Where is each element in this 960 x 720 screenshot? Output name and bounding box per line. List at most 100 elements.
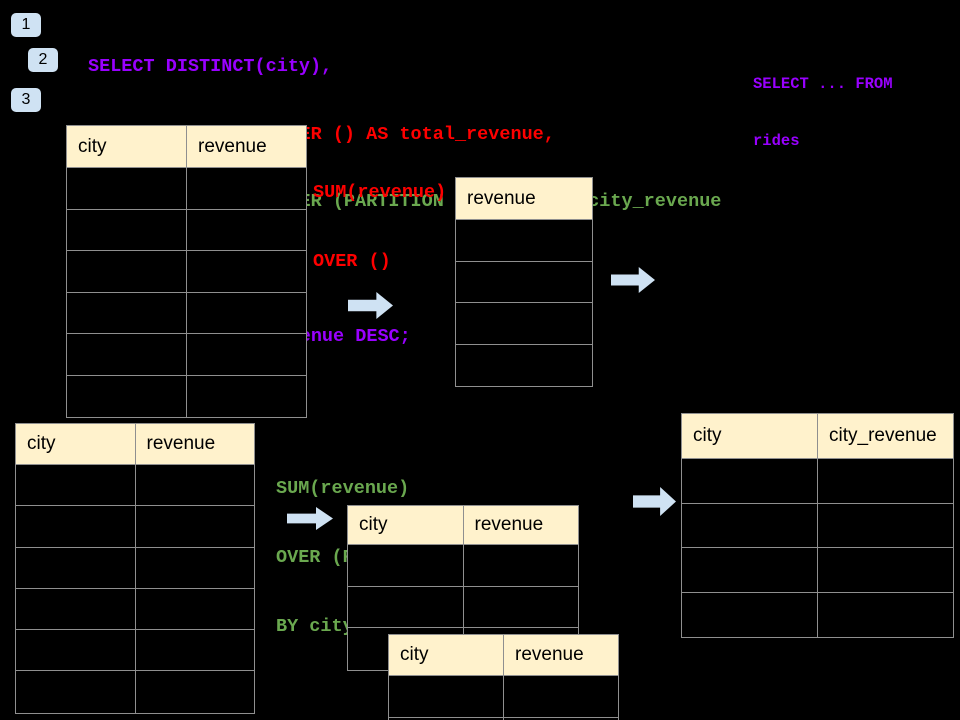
table-cell-empty — [16, 589, 135, 629]
table-cell-empty — [186, 168, 306, 209]
table-row — [67, 209, 306, 251]
column-header-revenue: revenue — [467, 187, 536, 209]
table-cell-empty — [682, 459, 817, 503]
table-cell-empty — [817, 503, 953, 547]
column-header-city: city — [78, 135, 107, 157]
table-row — [16, 506, 255, 548]
table-cell-empty — [134, 671, 255, 713]
table-partition-front-header: city revenue — [389, 635, 618, 676]
table-cell-empty — [186, 209, 306, 250]
side-note-line-1: SELECT ... FROM — [753, 75, 893, 93]
table-row — [16, 671, 255, 713]
table-rides-top: city revenue — [66, 125, 307, 418]
table-row — [16, 630, 255, 672]
table-row — [682, 459, 953, 504]
table-rides-bottom-header: city revenue — [16, 424, 254, 465]
table-result-header: city city_revenue — [682, 414, 953, 459]
table-cell-empty — [134, 588, 255, 630]
annotation-partition-line-1: SUM(revenue) — [276, 478, 410, 499]
table-cell-empty — [456, 345, 592, 387]
table-row — [456, 303, 592, 345]
table-row — [16, 588, 255, 631]
table-row — [682, 503, 953, 548]
table-cell-empty — [134, 630, 255, 671]
table-cell-empty — [16, 465, 135, 505]
table-cell-empty — [682, 548, 817, 592]
right-arrow-icon — [633, 487, 676, 516]
table-total-revenue-header: revenue — [456, 178, 592, 220]
table-cell-empty — [16, 506, 135, 546]
table-rides-top-header: city revenue — [67, 126, 306, 168]
table-cell-empty — [348, 545, 463, 586]
table-row — [456, 220, 592, 262]
column-header-revenue: revenue — [503, 635, 618, 675]
table-cell-empty — [456, 220, 592, 261]
table-cell-empty — [67, 376, 186, 418]
table-row — [16, 547, 255, 589]
table-cell-empty — [817, 548, 953, 592]
table-cell-empty — [682, 504, 817, 548]
table-cell-empty — [817, 592, 953, 637]
table-row — [348, 545, 578, 587]
table-cell-empty — [186, 334, 306, 375]
table-row — [348, 586, 579, 629]
side-note: SELECT ... FROM rides — [753, 37, 893, 189]
table-cell-empty — [389, 676, 503, 717]
table-cell-empty — [16, 630, 135, 670]
table-row — [67, 168, 306, 210]
right-arrow-icon — [348, 292, 393, 319]
table-cell-empty — [67, 168, 186, 209]
table-cell-empty — [67, 293, 186, 334]
table-partition-front: city revenue — [388, 634, 619, 720]
column-header-city: city — [27, 433, 56, 454]
table-cell-empty — [134, 465, 255, 506]
step-badge-2: 2 — [28, 48, 58, 72]
annotation-total-line-2: OVER () — [313, 251, 391, 272]
table-partition-back-header: city revenue — [348, 506, 578, 545]
column-header-city: city — [359, 514, 388, 535]
table-row — [67, 292, 306, 334]
table-row — [16, 465, 255, 507]
table-cell-empty — [186, 251, 306, 292]
annotation-total-revenue: SUM(revenue) OVER () — [313, 135, 446, 319]
column-header-revenue: revenue — [462, 506, 579, 544]
table-row — [389, 676, 618, 718]
table-cell-empty — [134, 506, 255, 547]
column-header-city: city — [693, 425, 722, 446]
table-cell-empty — [817, 459, 953, 503]
table-result-city-revenue: city city_revenue — [681, 413, 954, 638]
table-cell-empty — [67, 251, 186, 292]
table-total-revenue: revenue — [455, 177, 593, 387]
table-cell-empty — [682, 593, 817, 638]
column-header-city-revenue: city_revenue — [817, 414, 953, 458]
table-row — [67, 375, 306, 418]
table-row — [456, 262, 592, 303]
table-cell-empty — [67, 334, 186, 375]
table-cell-empty — [503, 676, 618, 717]
table-row — [389, 717, 618, 720]
table-rides-bottom: city revenue — [15, 423, 255, 714]
table-row — [682, 592, 953, 638]
table-row — [67, 251, 306, 293]
table-cell-empty — [186, 375, 306, 417]
step-badge-1: 1 — [11, 13, 41, 37]
table-cell-empty — [186, 292, 306, 333]
table-cell-empty — [16, 671, 135, 712]
table-cell-empty — [348, 587, 463, 628]
right-arrow-icon — [611, 267, 655, 293]
column-header-revenue: revenue — [134, 424, 255, 464]
column-header-revenue: revenue — [186, 126, 306, 167]
annotation-total-line-1: SUM(revenue) — [313, 182, 447, 203]
table-cell-empty — [134, 547, 255, 588]
table-cell-empty — [503, 717, 618, 720]
table-cell-empty — [462, 545, 579, 586]
side-note-line-2: rides — [753, 132, 800, 150]
table-row — [682, 548, 953, 593]
column-header-city: city — [400, 644, 429, 665]
table-row — [456, 345, 592, 387]
table-cell-empty — [462, 586, 579, 628]
table-cell-empty — [67, 210, 186, 251]
table-cell-empty — [456, 262, 592, 303]
sql-line-select: SELECT DISTINCT(city), — [88, 56, 333, 77]
